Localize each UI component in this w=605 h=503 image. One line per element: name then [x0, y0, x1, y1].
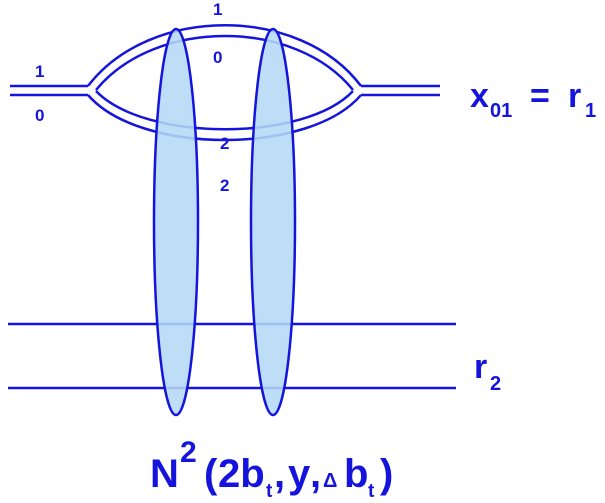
label-left-upper: 1 [35, 62, 44, 81]
x01-equals-r1-label: x 01 = r 1 [470, 77, 596, 122]
formula-N: N [150, 452, 179, 496]
left-incoming-lines [10, 84, 88, 97]
r2-var: r [474, 348, 487, 386]
formula-comma-2: , [310, 452, 321, 496]
r1-subscript: 1 [585, 100, 596, 122]
label-bottom-outer: 2 [220, 176, 229, 195]
x-subscript: 01 [490, 100, 512, 122]
x-var: x [470, 77, 489, 115]
label-left-lower: 0 [35, 106, 44, 125]
formula-t-subscript-1: t [266, 481, 273, 502]
formula-comma-1: , [274, 452, 285, 496]
label-top-outer: 1 [213, 0, 222, 19]
bottom-arc-lines [87, 90, 362, 142]
formula-2b: 2b [218, 452, 265, 496]
r2-subscript: 2 [490, 373, 501, 395]
right-exchange-ellipse [249, 27, 297, 417]
formula-t-subscript-2: t [368, 481, 375, 502]
r2-label: r 2 [474, 348, 501, 395]
top-arc-lines [87, 24, 362, 91]
label-top-inner: 0 [213, 48, 222, 67]
amplitude-formula: N 2 ( 2b t , y , Δ b t ) [150, 436, 393, 502]
formula-open-paren: ( [204, 452, 218, 496]
right-outgoing-lines [361, 84, 440, 97]
formula-y: y [288, 452, 311, 496]
formula-b: b [344, 452, 368, 496]
target-lines [8, 322, 456, 390]
r1-var: r [568, 77, 581, 115]
formula-exponent: 2 [180, 436, 197, 469]
equals-sign: = [530, 77, 550, 115]
formula-delta: Δ [323, 470, 337, 492]
label-bottom-inner: 2 [220, 134, 229, 153]
formula-close-paren: ) [380, 452, 393, 496]
left-exchange-ellipse [152, 27, 200, 417]
